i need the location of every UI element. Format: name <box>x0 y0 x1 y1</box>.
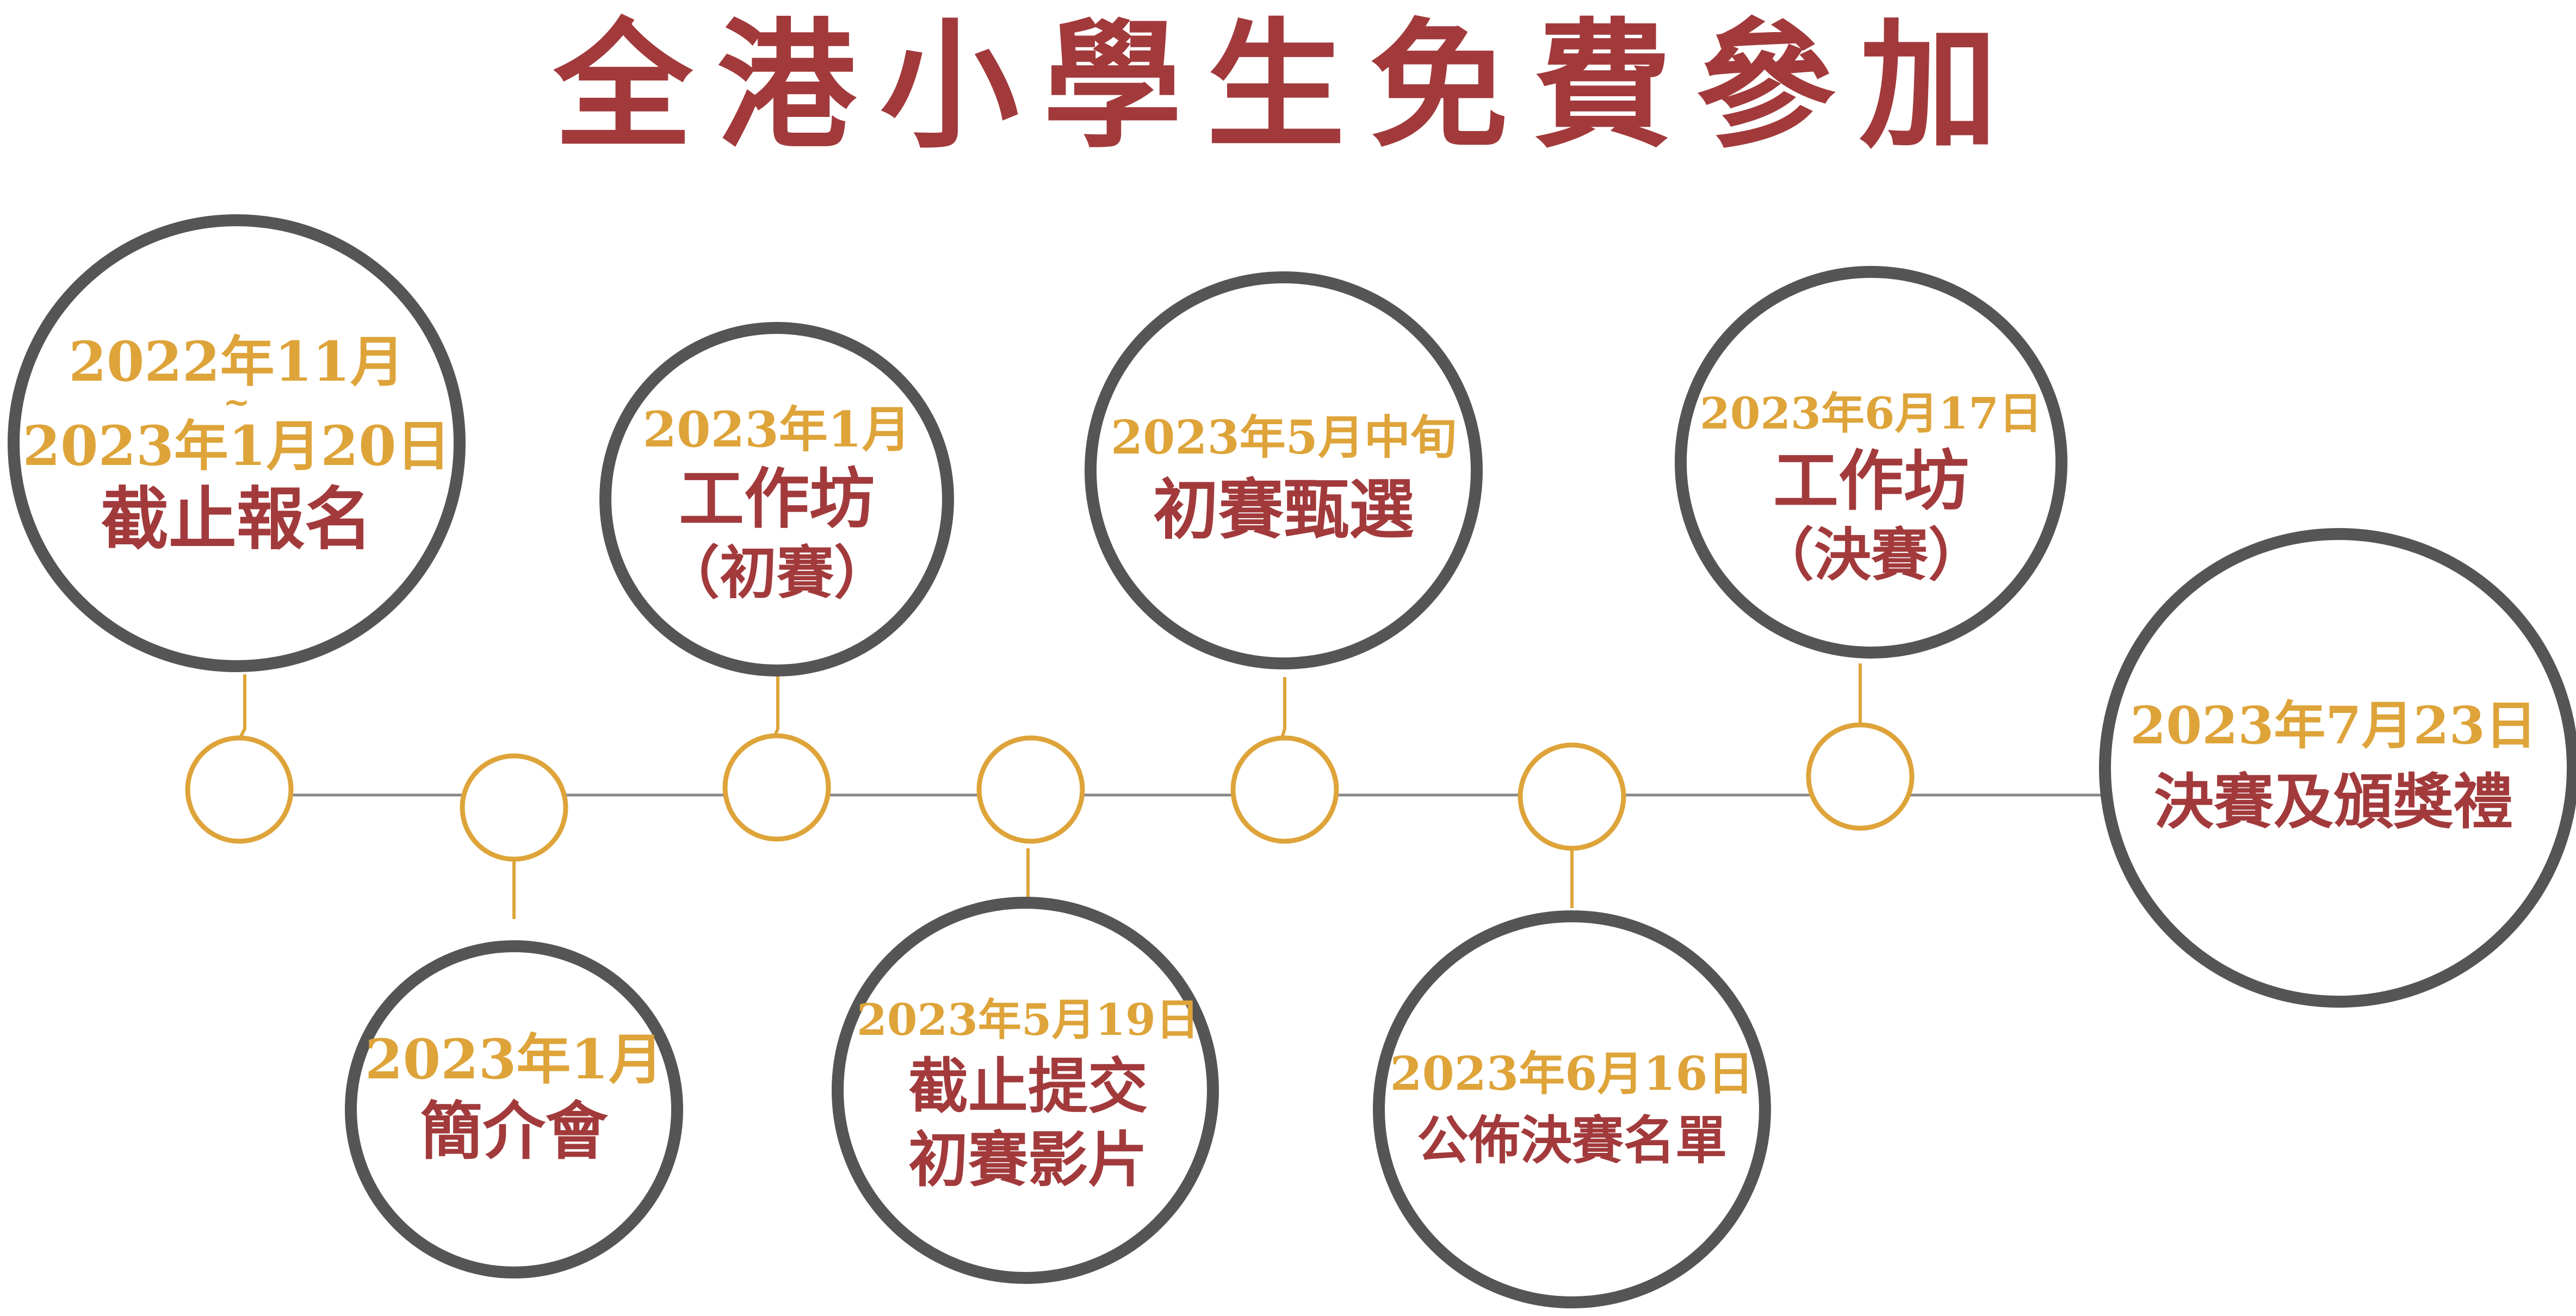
milestone-date: 2023年1月 <box>365 1027 663 1091</box>
milestone-label: 工作坊 <box>1773 443 1969 519</box>
milestone-date: 2023年6月16日 <box>1390 1046 1754 1101</box>
milestone-rings <box>8 214 2576 1308</box>
milestone-label: 截止提交 <box>908 1051 1148 1121</box>
milestone-finalists-announcement: 2023年6月16日 公佈決賽名單 <box>1390 1022 1754 1196</box>
milestone-label: 截止報名 <box>101 480 373 559</box>
milestone-label: 決賽及頒獎禮 <box>2154 767 2513 837</box>
node-1 <box>185 735 294 844</box>
milestone-label: 初賽甄選 <box>1153 471 1414 548</box>
node-3 <box>722 733 831 842</box>
milestone-preliminary-selection: 2023年5月中旬 初賽甄選 <box>1104 392 1463 566</box>
node-7 <box>1806 722 1915 831</box>
milestone-sublabel: 初賽影片 <box>908 1125 1148 1195</box>
milestone-sublabel: （初賽） <box>662 538 891 606</box>
milestone-date: 2023年5月19日 <box>857 994 1199 1045</box>
milestone-date: 2023年1月 <box>642 400 911 458</box>
milestone-date: 2023年5月中旬 <box>1111 410 1457 465</box>
milestone-briefing-session: 2023年1月 簡介會 <box>365 995 663 1202</box>
ring-8 <box>2099 528 2576 1008</box>
ring-4 <box>832 897 1219 1284</box>
connector-5 <box>1280 677 1286 740</box>
milestone-final-workshop: 2023年6月17日 工作坊 （決賽） <box>1692 359 2051 614</box>
milestone-date: 2023年6月17日 <box>1700 388 2042 439</box>
milestone-video-submission-deadline: 2023年5月19日 截止提交 初賽影片 <box>857 973 1199 1213</box>
milestone-label: 工作坊 <box>679 460 875 537</box>
node-5 <box>1230 735 1339 844</box>
node-4 <box>976 735 1085 844</box>
node-2 <box>460 753 568 862</box>
milestone-label: 公佈決賽名單 <box>1416 1110 1727 1171</box>
milestone-date-separator: ~ <box>222 383 251 421</box>
connector-3 <box>772 674 779 741</box>
milestone-preliminary-workshop: 2023年1月 工作坊 （初賽） <box>630 381 924 625</box>
ring-5 <box>1085 271 1483 669</box>
timeline-nodes <box>185 722 1915 862</box>
ring-3 <box>599 322 954 676</box>
node-6 <box>1518 742 1626 851</box>
milestone-sublabel: （決賽） <box>1756 521 1985 588</box>
milestone-date: 2023年7月23日 <box>2130 696 2537 756</box>
page-title: 全港小學生免費參加 <box>553 6 2022 167</box>
connector-1 <box>238 674 246 741</box>
ring-6 <box>1373 910 1771 1308</box>
ring-7 <box>1675 266 2067 659</box>
milestone-date-start: 2022年11月 <box>69 330 405 394</box>
milestone-label: 簡介會 <box>420 1094 608 1168</box>
milestone-final-and-awards-ceremony: 2023年7月23日 決賽及頒獎禮 <box>2105 669 2562 865</box>
ring-1 <box>8 214 466 672</box>
ring-2 <box>345 940 683 1278</box>
milestone-date-end: 2023年1月20日 <box>22 414 451 478</box>
milestone-registration-deadline: 2022年11月 ~ 2023年1月20日 截止報名 <box>22 277 450 614</box>
